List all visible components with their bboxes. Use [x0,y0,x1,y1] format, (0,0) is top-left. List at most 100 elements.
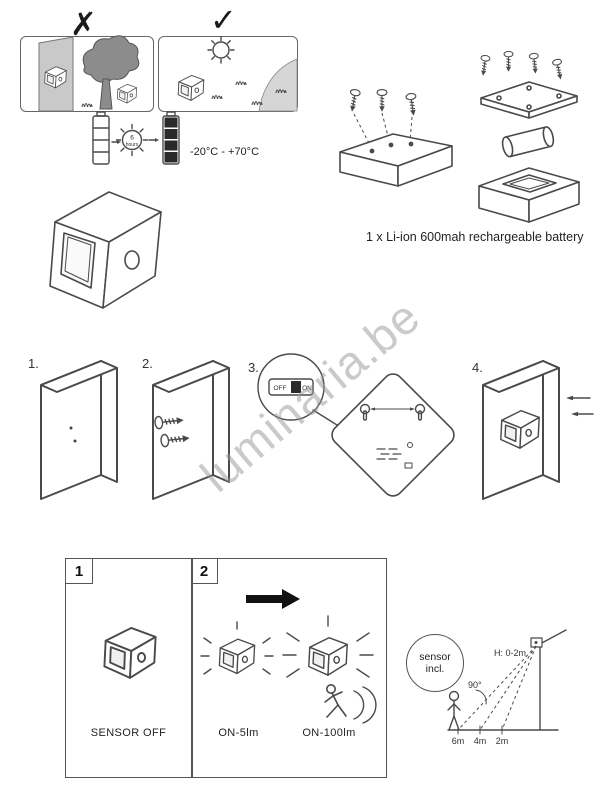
dimension-line [370,407,415,411]
vent-slots [376,448,402,460]
screw-icon [503,50,514,72]
sun-hours-word: hours [126,142,139,148]
lamp-icon [103,627,157,679]
glow-rays-small [200,621,274,675]
incl-word: incl. [425,663,445,675]
step1-label: 1. [28,356,39,371]
mode1-number-box: 1 [66,559,93,584]
battery-compartment [478,167,580,223]
distance-6m-label: 6m [452,736,465,746]
lamp-icon [177,75,205,101]
power-switch: OFF ON [268,378,314,396]
wall-icon [152,360,230,500]
lamp-icon [218,638,256,675]
grass-icon [211,95,223,99]
screw-icon [405,92,419,116]
marking-symbol [404,462,413,469]
arrow-right-icon [111,140,121,144]
switch-knob [291,381,301,393]
switch-callout-circle [257,353,325,421]
on-5lm-label: ON-5lm [218,727,259,739]
step1-wall-drawing [40,360,118,500]
sensor-mode-table: 1 2 SENSOR OFF [65,558,387,778]
tree-trunk [99,78,113,110]
tree-icon [82,35,140,83]
charging-diagram: 6 hours [92,111,180,165]
wall-edge-line [539,629,567,645]
correct-placement-panel [158,36,298,112]
detection-ray [457,645,537,731]
wrong-icon: ✗ [70,5,97,43]
pir-sensor-dome [124,250,140,270]
grass-icon [235,81,247,85]
table-divider [191,559,193,777]
detection-ray [501,645,537,731]
mode2-number-box: 2 [191,559,218,584]
step2-label: 2. [142,356,153,371]
sun-charge-icon [115,123,149,157]
wrong-placement-drawing [38,35,140,112]
switch-off-label: OFF [274,385,287,392]
lamp-body [49,191,162,309]
height-label: H: 0-2m [494,648,526,658]
battery-empty-icon [92,111,110,165]
on-100lm-label: ON-100lm [302,727,356,739]
drill-mark [73,439,77,443]
lamp-icon [308,636,348,676]
step3-label: 3. [248,360,259,375]
exploded-view-assembled [339,88,453,187]
mode-arrow-icon [246,589,300,609]
switch-on-label: ON [302,385,312,392]
distance-4m-label: 4m [474,736,487,746]
distance-2m-label: 2m [496,736,509,746]
angle-arc [475,689,487,705]
sensor-unit-icon [530,637,543,648]
backplate [331,373,455,497]
step3-backplate-drawing: OFF ON [257,353,455,497]
check-icon: ✓ [210,1,237,39]
product-drawing [49,191,162,309]
sensor-word: sensor [419,650,451,663]
angle-label: 90° [468,680,482,690]
screw-icon [346,88,362,112]
running-person-icon [324,684,347,718]
battery-spec-label: 1 x Li-ion 600mah rechargeable battery [366,230,584,244]
keyhole-slots [359,403,426,421]
wall-icon [40,360,118,500]
wrong-placement-panel [20,35,154,112]
lamp-icon [117,84,137,104]
correct-placement-drawing [177,36,298,112]
step2-wall-drawing [152,360,230,500]
screw-icon [528,52,541,74]
detection-ray [479,645,537,731]
running-person-drawing [324,684,377,724]
step4-label: 4. [472,360,483,375]
screw-icon [478,54,491,76]
sun-hours-number: 6 [130,135,134,142]
screw-icon [551,58,566,80]
lamp-body-closed [339,133,453,187]
person-icon [447,690,461,731]
sun-icon [207,36,235,64]
arrow-right-icon [148,138,159,142]
sensor-included-badge: sensor incl. [406,634,464,692]
glow-rays-large [282,615,374,678]
grass-icon [81,103,93,107]
screw-icon [376,88,388,112]
lamp-off-drawing [103,627,157,679]
battery-cell [501,126,555,158]
road-shape [258,58,298,112]
temperature-range-label: -20°C - +70°C [190,146,260,158]
lamp-bright-drawing [282,615,374,678]
sensor-off-label: SENSOR OFF [90,727,167,739]
marking-symbol [407,442,413,448]
drill-mark [69,426,73,430]
exploded-view-battery [478,50,580,223]
battery-cover [480,81,578,119]
detection-range-diagram: H: 0-2m 90° 6m 4m 2m [447,629,567,746]
lamp-dim-drawing [200,621,274,675]
motion-waves-icon [353,686,377,724]
slide-arrow-icon [566,395,594,417]
step4-mount-drawing [482,360,594,500]
